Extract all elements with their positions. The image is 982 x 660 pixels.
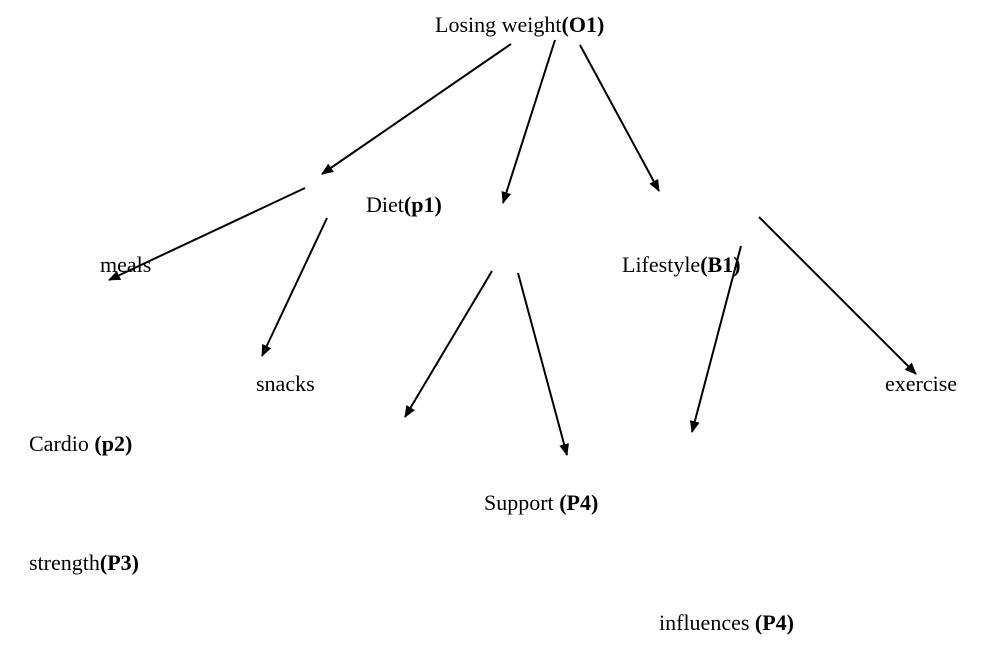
node-meals-label: meals — [100, 252, 152, 277]
node-diet-code: (p1) — [403, 192, 442, 217]
arrow-losing-weight-to-lifestyle — [579, 44, 660, 192]
node-strength-code: (P3) — [99, 550, 139, 575]
node-diet-label: Diet — [366, 192, 404, 217]
node-support-label: Support — [484, 490, 560, 515]
arrow-losing-weight-to-diet — [501, 39, 556, 204]
node-losing-weight-code: (O1) — [561, 12, 605, 37]
arrow-to-support — [689, 245, 742, 433]
node-exercise: exercise — [885, 373, 957, 395]
arrow-to-exercise — [758, 216, 917, 375]
node-snacks: snacks — [256, 373, 315, 395]
node-exercise-label: exercise — [885, 371, 958, 396]
node-influences: influences (P4) — [659, 612, 794, 634]
arrow-to-meals — [108, 187, 306, 281]
node-cardio-code: (p2) — [94, 431, 133, 456]
node-snacks-label: snacks — [256, 371, 315, 396]
node-influences-code: (P4) — [754, 610, 794, 635]
node-support-code: (P4) — [559, 490, 599, 515]
node-lifestyle: Lifestyle(B1) — [622, 254, 741, 276]
arrow-to-strength — [517, 272, 569, 456]
node-lifestyle-label: Lifestyle — [622, 252, 701, 277]
node-lifestyle-code: (B1) — [700, 252, 741, 277]
arrow-losing-weight-to-diet-left — [321, 43, 512, 175]
node-diet: Diet(p1) — [366, 194, 442, 216]
node-meals: meals — [100, 254, 151, 276]
node-cardio: Cardio (p2) — [29, 433, 132, 455]
node-strength-label: strength — [29, 550, 100, 575]
node-losing-weight: Losing weight(O1) — [435, 14, 604, 36]
node-support: Support (P4) — [484, 492, 598, 514]
node-losing-weight-label: Losing weight — [435, 12, 562, 37]
arrow-to-snacks — [261, 217, 328, 357]
node-cardio-label: Cardio — [29, 431, 95, 456]
node-influences-label: influences — [659, 610, 755, 635]
arrow-to-cardio — [404, 270, 493, 418]
node-strength: strength(P3) — [29, 552, 139, 574]
